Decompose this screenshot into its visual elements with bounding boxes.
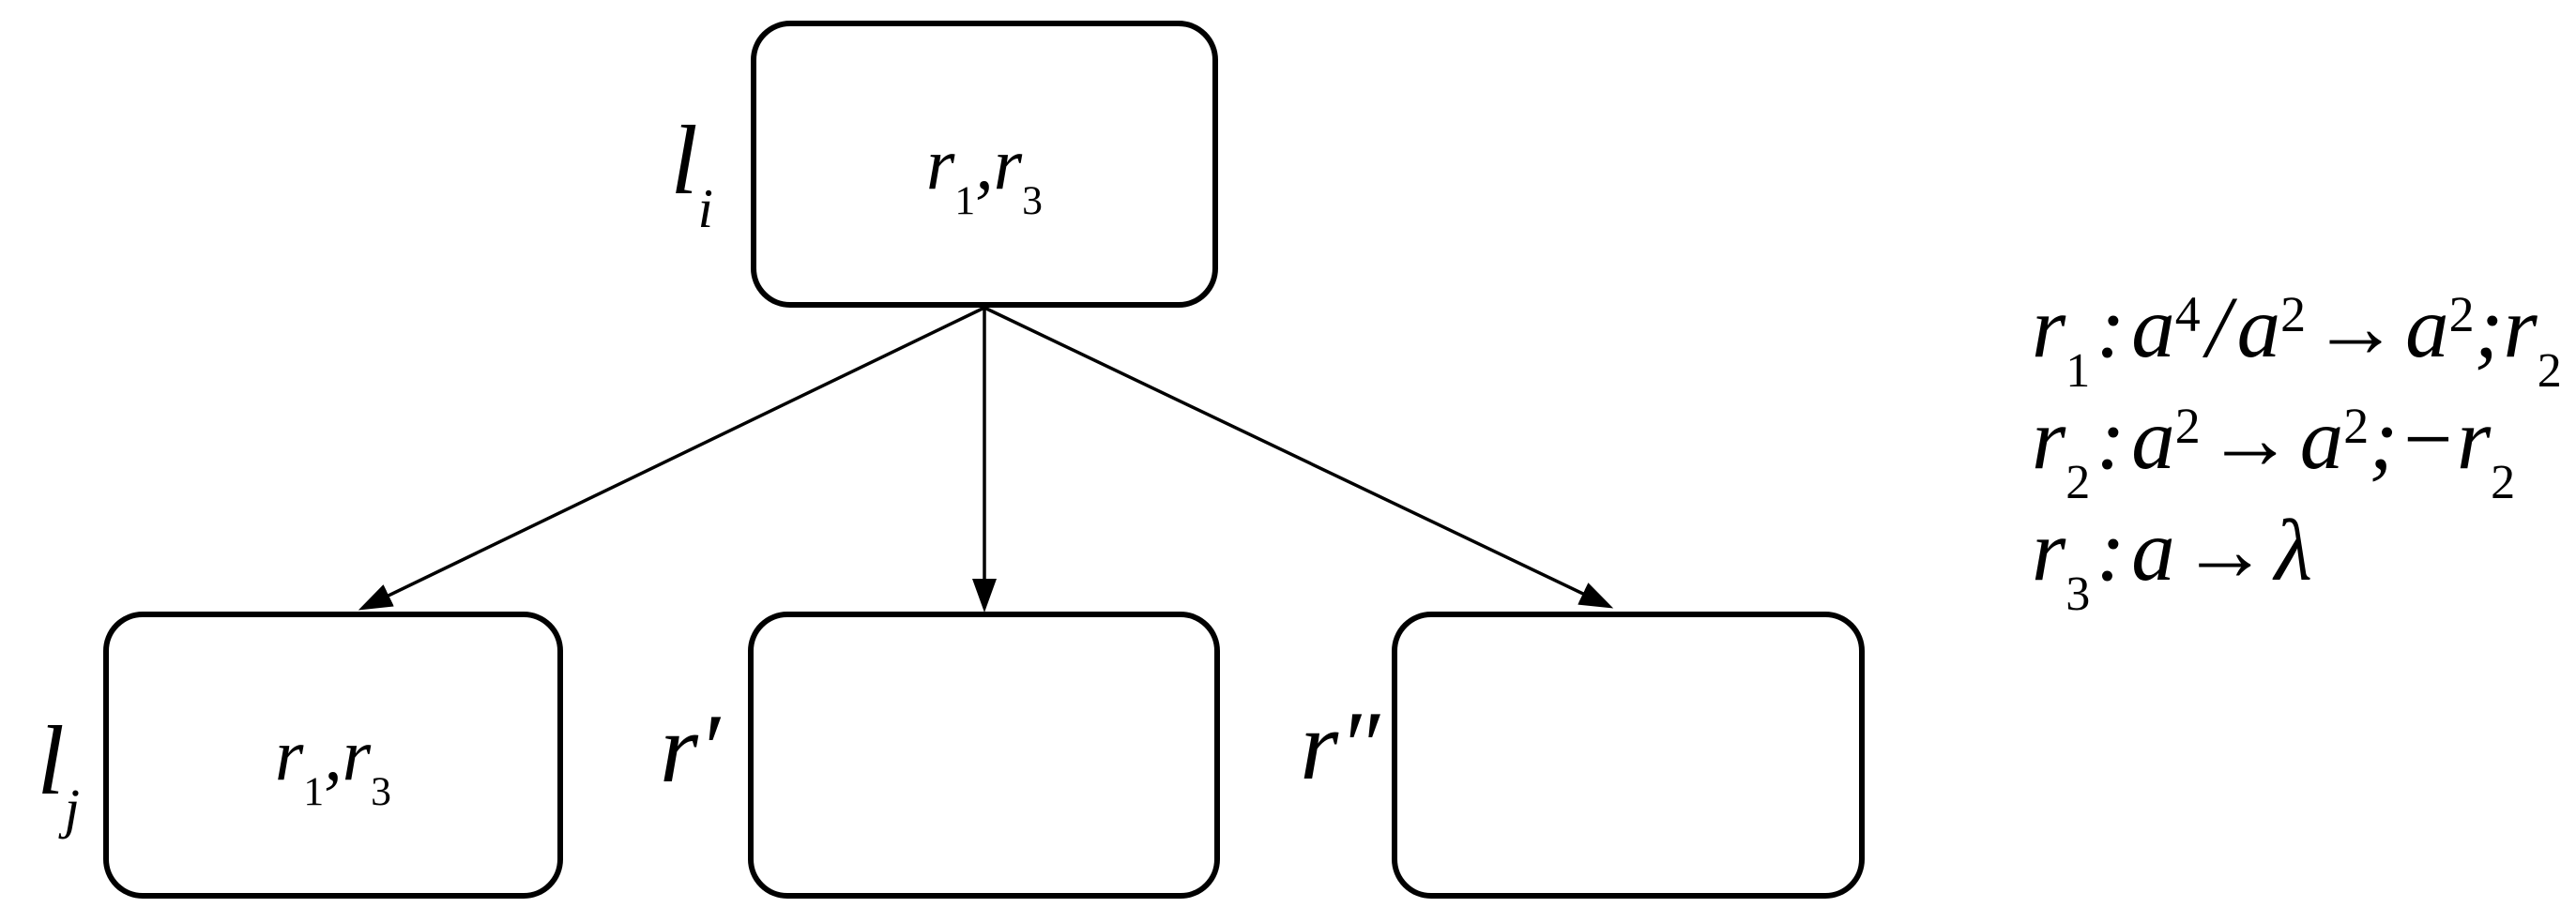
rule-r1: r1 : a4 / a2 → a2;r2 bbox=[2032, 280, 2562, 399]
node-li: r1,r3 bbox=[751, 21, 1218, 308]
node-lj-label: lj bbox=[37, 705, 80, 840]
node-li-content: r1,r3 bbox=[926, 123, 1043, 224]
node-li-label: li bbox=[670, 105, 713, 240]
node-lj: r1,r3 bbox=[103, 612, 563, 899]
rule-r2: r2 : a2 → a2;−r2 bbox=[2032, 391, 2516, 510]
rules-block: r1 : a4 / a2 → a2;r2 r2 : a2 → a2;−r2 r3… bbox=[2032, 272, 2562, 622]
rule-r3: r3 : a → λ bbox=[2032, 503, 2313, 622]
node-r-double-prime bbox=[1392, 612, 1865, 899]
node-r-double-prime-label: r″ bbox=[1300, 690, 1379, 800]
edge-root-to-right-child bbox=[983, 306, 1614, 609]
node-r-prime bbox=[748, 612, 1220, 899]
edge-root-to-left-child bbox=[358, 306, 985, 611]
node-lj-content: r1,r3 bbox=[275, 714, 391, 815]
node-r-prime-label: r′ bbox=[660, 693, 720, 803]
